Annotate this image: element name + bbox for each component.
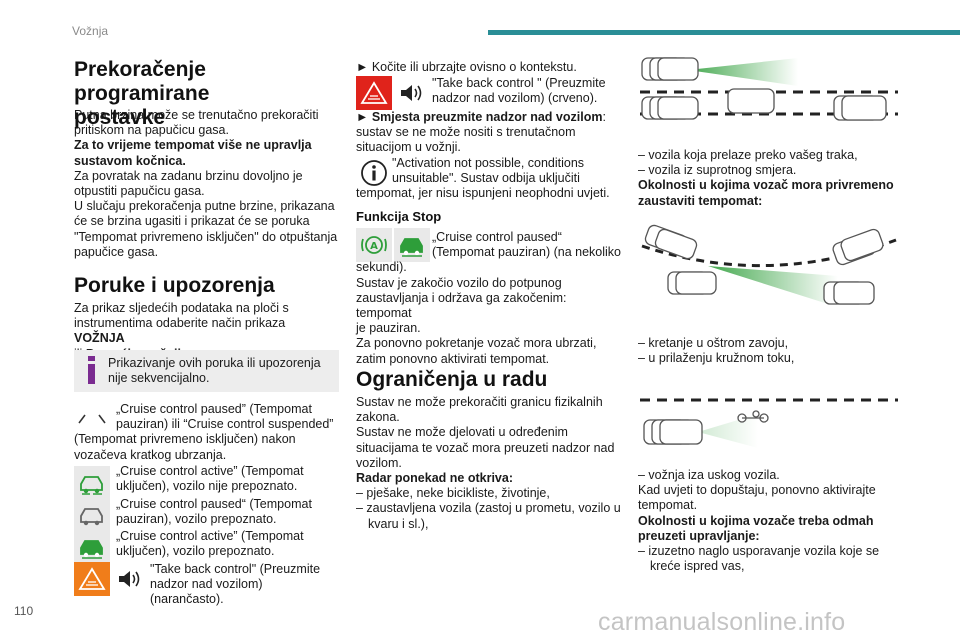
info-icon	[356, 156, 392, 190]
car-stop-icon	[394, 228, 430, 262]
car-green-icon	[74, 466, 110, 500]
override-intro: Putna brzina može se trenutačno prekorač…	[74, 108, 338, 259]
message-take-back-orange: "Take back control" (Preuzmite nadzor na…	[150, 562, 321, 607]
header-rule	[488, 30, 960, 35]
message-active: „Cruise control active” (Tempomat uključ…	[116, 464, 304, 494]
stop-function-heading: Funkcija Stop	[356, 209, 442, 224]
dash-marks-icon	[74, 400, 110, 434]
lane-crossing-illustration	[640, 57, 898, 121]
take-over-instruction: ► Smjesta preuzmite nadzor nad vozilom: …	[356, 110, 606, 155]
narrow-vehicle-illustration	[640, 398, 898, 448]
speaker-icon	[394, 76, 430, 110]
section-title-limits: Ograničenja u radu	[356, 368, 548, 391]
brake-instruction: ► Kočite ili ubrzajte ovisno o kontekstu…	[356, 60, 577, 74]
warning-triangle-icon	[74, 562, 110, 596]
stop-conditions-list: – kretanje u oštrom zavoju, – u prilažen…	[638, 336, 795, 366]
section-label: Vožnja	[72, 24, 109, 38]
undetected-list-1: – vozila koja prelaze preko vašeg traka,…	[638, 148, 894, 208]
message-active-detected: „Cruise control active” (Tempomat uključ…	[116, 529, 304, 559]
message-paused-detected: „Cruise control paused“ (Tempomat pauzir…	[116, 497, 312, 527]
car-green-icon	[74, 530, 110, 564]
page-number: 110	[14, 604, 34, 618]
speaker-icon	[112, 562, 148, 596]
info-icon	[88, 356, 95, 384]
car-gray-icon	[74, 498, 110, 532]
message-take-back-red: "Take back control " (Preuzmite nadzor n…	[432, 76, 606, 106]
section-title-messages: Poruke i upozorenja	[74, 274, 275, 297]
info-box: Prikazivanje ovih poruka ili upozorenja …	[74, 350, 339, 392]
svg-text:A: A	[370, 241, 378, 252]
radar-green-icon: A	[356, 228, 392, 262]
limits-text: Sustav ne može prekoračiti granicu fizik…	[356, 395, 621, 531]
watermark: carmanualsonline.info	[598, 608, 846, 636]
warning-triangle-icon	[356, 76, 392, 110]
message-paused: „Cruise control paused” (Tempomat pauzir…	[74, 402, 334, 462]
stop-conditions-narrow: – vožnja iza uskog vozila. Kad uvjeti to…	[638, 468, 880, 574]
sharp-curve-illustration	[641, 224, 897, 305]
stop-function-text: „Cruise control paused“ (Tempomat pauzir…	[356, 230, 621, 366]
activation-not-possible: "Activation not possible, conditions uns…	[356, 156, 610, 201]
